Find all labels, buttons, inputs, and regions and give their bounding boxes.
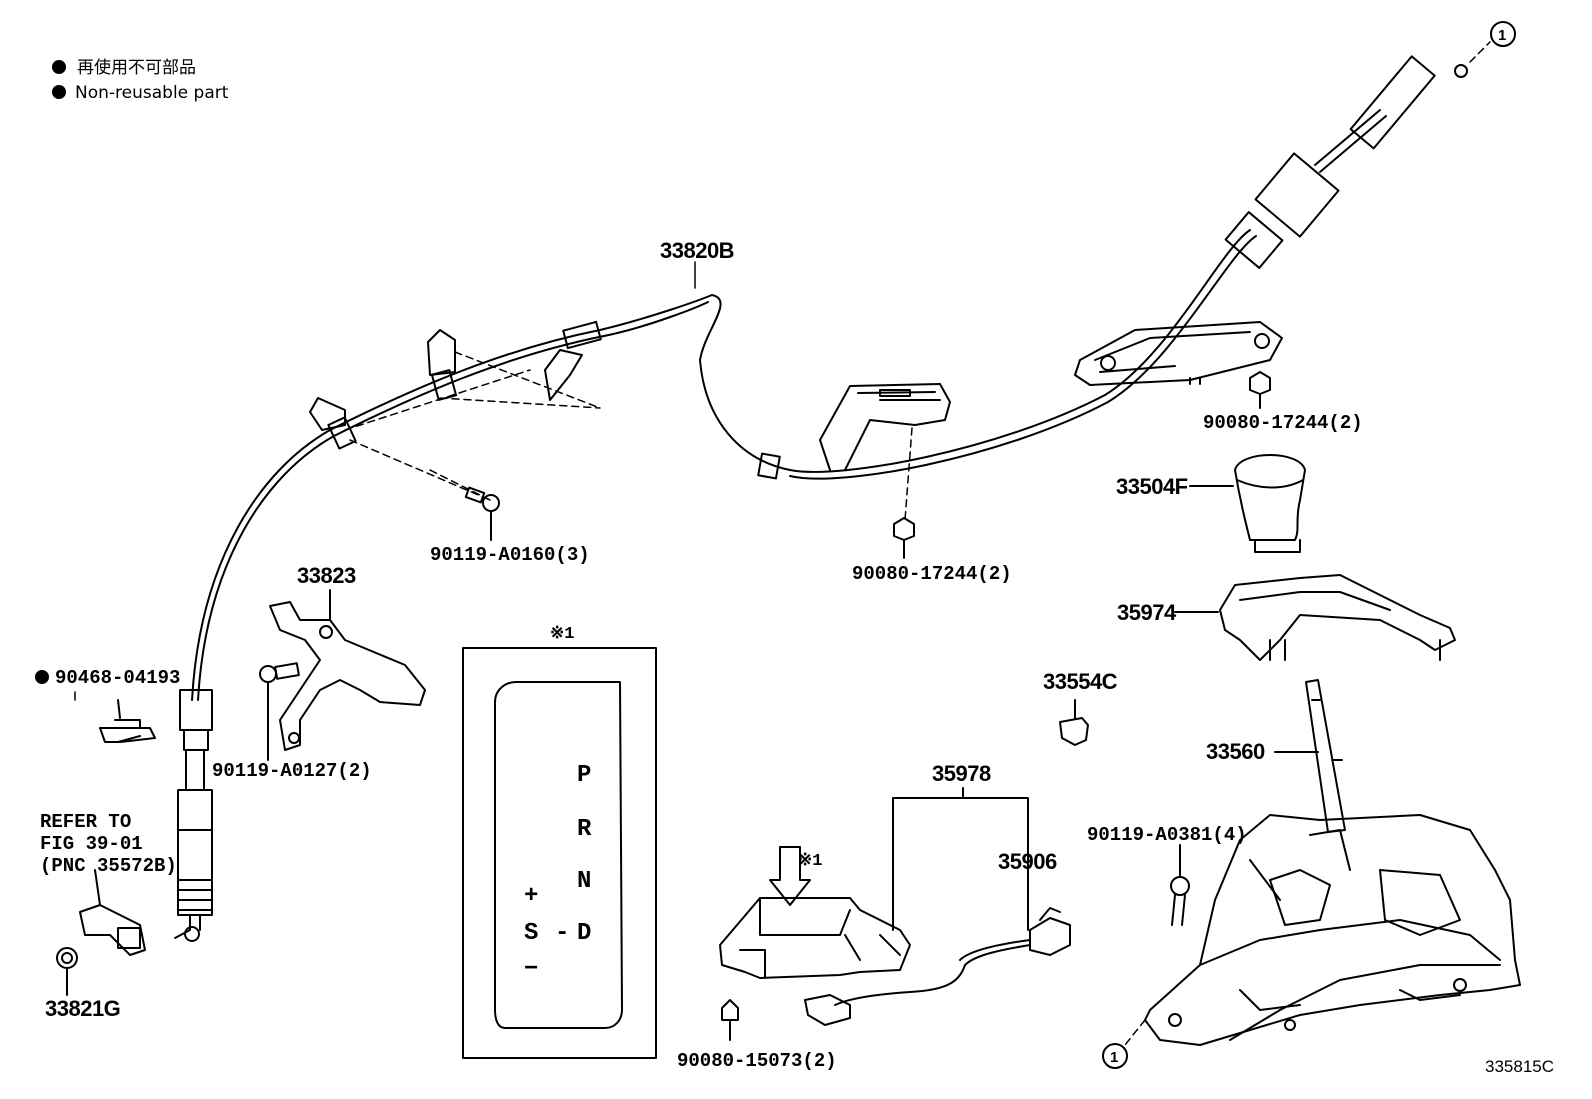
gate-R: R <box>577 816 592 843</box>
bracket-33823 <box>269 589 426 751</box>
nut-90080-17244-top <box>1249 371 1271 409</box>
figure-id: 335815C <box>1485 1057 1554 1076</box>
view-arrow-icon <box>769 846 811 906</box>
legend-en-text: Non-reusable part <box>75 83 229 103</box>
legend-jp-text: 再使用不可部品 <box>77 57 196 78</box>
leader-lines <box>74 261 696 701</box>
screw-90080-15073 <box>721 999 739 1041</box>
callout-circle-top <box>1490 21 1516 47</box>
note-mark-panel: ※1 <box>550 625 574 644</box>
legend <box>52 60 66 99</box>
lever-35572B <box>79 869 146 956</box>
gate-plus: + <box>524 883 538 910</box>
label-90119-A0160: 90119-A0160(3) <box>430 544 590 566</box>
part-33821G <box>56 947 78 996</box>
shift-cable-33820B <box>174 41 1491 942</box>
gate-D: D <box>577 920 591 947</box>
label-33820B: 33820B <box>660 238 734 263</box>
gate-minus: − <box>524 956 538 983</box>
non-reusable-dot-icon <box>52 85 66 99</box>
label-35978: 35978 <box>932 761 991 786</box>
shift-knob-33504F <box>1189 454 1306 553</box>
callout-circle-bottom <box>1102 1043 1128 1069</box>
label-90080-17244-mid: 90080-17244(2) <box>852 563 1012 585</box>
label-35906: 35906 <box>998 849 1057 874</box>
refer-line-2: FIG 39-01 <box>40 833 143 855</box>
label-90080-17244-top: 90080-17244(2) <box>1203 412 1363 434</box>
label-33821G: 33821G <box>45 996 120 1021</box>
refer-line-1: REFER TO <box>40 811 131 833</box>
label-35974: 35974 <box>1117 600 1177 625</box>
bolt-90119-A0381 <box>1170 844 1190 926</box>
gate-N: N <box>577 868 591 895</box>
bolt-90119-A0160 <box>464 486 500 541</box>
gate-P: P <box>577 762 591 789</box>
clip-33554C <box>1059 699 1089 746</box>
shifter-base-assembly <box>1124 814 1521 1046</box>
shift-gate-panel <box>462 647 657 1059</box>
label-33554C: 33554C <box>1043 669 1118 694</box>
bolt-90119-A0127 <box>259 662 300 761</box>
label-90080-15073: 90080-15073(2) <box>677 1050 837 1072</box>
gate-dash: - <box>555 920 569 947</box>
non-reusable-dot-icon <box>35 670 49 684</box>
label-90468-04193: 90468-04193 <box>55 667 180 689</box>
gate-S: S <box>524 920 538 947</box>
clip-90468-04193 <box>99 699 156 743</box>
indicator-housing-35974 <box>1174 574 1456 661</box>
label-33504F: 33504F <box>1116 474 1188 499</box>
note-mark-arrow: ※1 <box>798 852 822 871</box>
label-90119-A0127: 90119-A0127(2) <box>212 760 372 782</box>
shift-lever-33560 <box>1274 679 1346 833</box>
non-reusable-dot-icon <box>52 60 66 74</box>
label-33560: 33560 <box>1206 739 1265 764</box>
label-90119-A0381: 90119-A0381(4) <box>1087 824 1247 846</box>
refer-line-3: (PNC 35572B) <box>40 855 177 877</box>
harness-35906 <box>804 907 1071 1026</box>
label-33823: 33823 <box>297 563 356 588</box>
switch-35978 <box>719 787 1029 979</box>
nut-90080-17244-mid <box>893 517 915 559</box>
callout-number-bottom: 1 <box>1110 1049 1118 1066</box>
callout-number-top: 1 <box>1498 27 1506 44</box>
